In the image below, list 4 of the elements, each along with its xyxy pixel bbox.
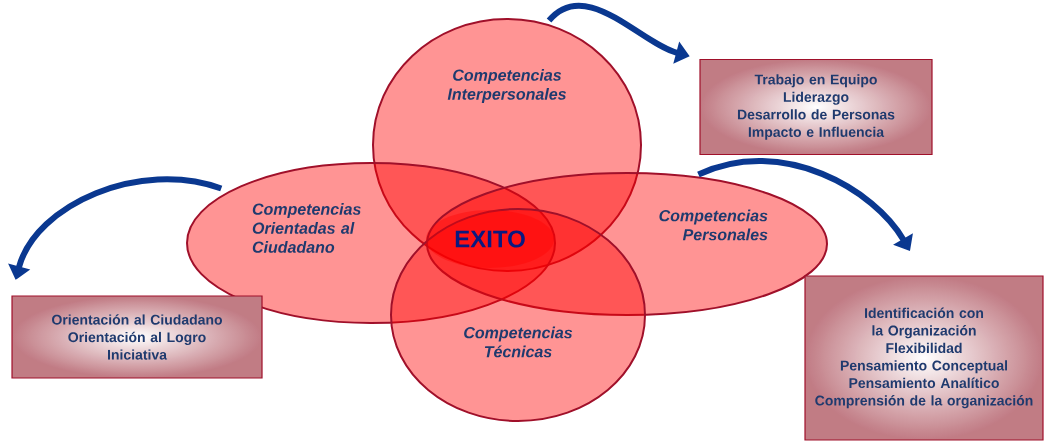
text-box: Orientación al Ciudadano Orientación al Logro Iniciativa — [11, 295, 263, 379]
text-box: Trabajo en Equipo Liderazgo Desarrollo de Personas Impacto e Influencia — [699, 58, 933, 156]
text-box: Identificación con la Organización Flexibilidad Pensamiento Conceptual Pensamiento Analítico Comprensión de la organización — [804, 275, 1044, 441]
center-label: EXITO — [426, 210, 554, 268]
